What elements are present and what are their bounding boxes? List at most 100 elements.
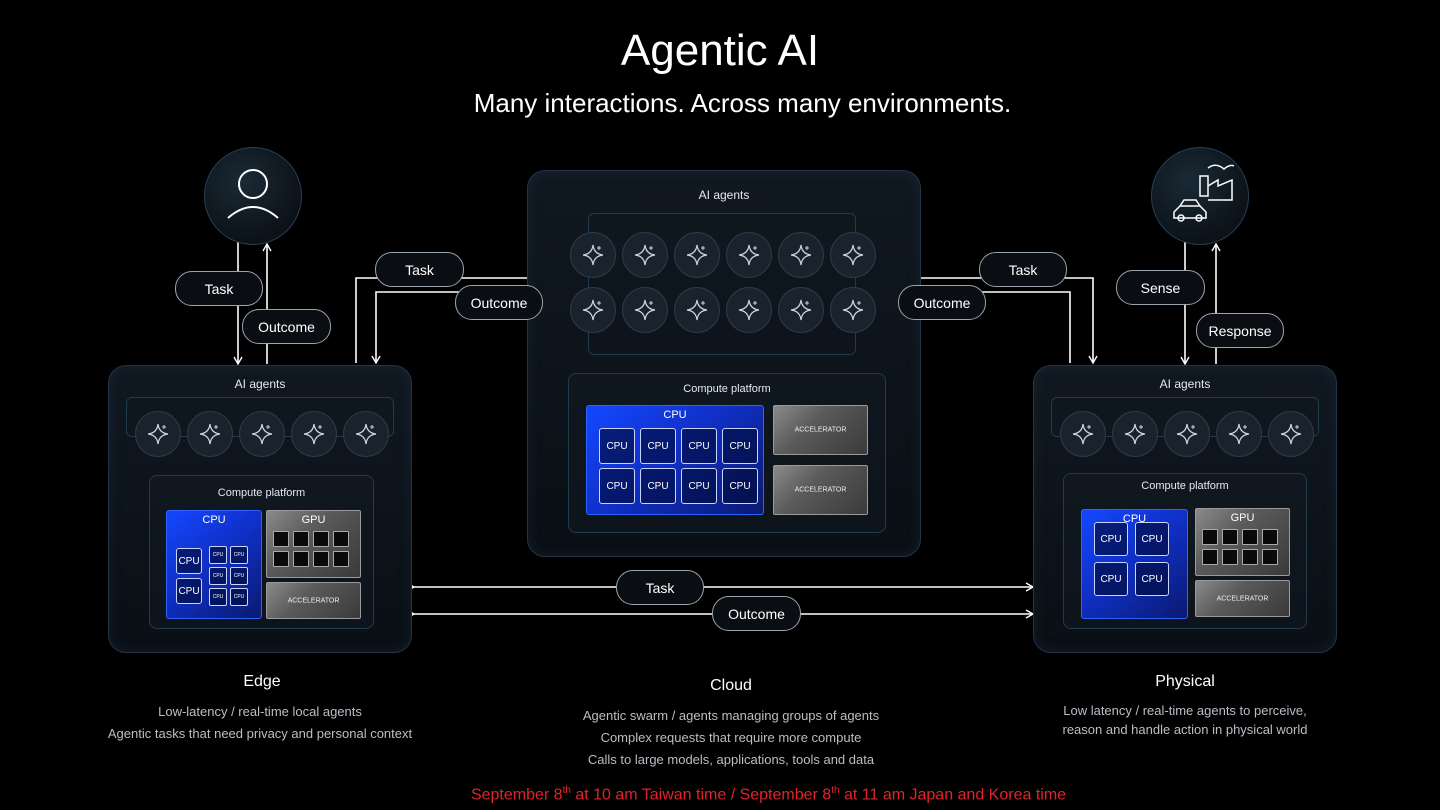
cpu-chip: CPU [209,567,227,585]
cpu-chip: CPU [230,546,248,564]
sense-pill: Sense [1116,270,1205,305]
sparkle-icon [686,244,708,266]
sparkle-icon [1072,423,1094,445]
sparkle-icon [1280,423,1302,445]
cpu-chip: CPU [230,567,248,585]
cpu-chip: CPU [176,578,202,604]
cloud-outcome-pill-right: Outcome [898,285,986,320]
bottom-task-pill: Task [616,570,704,605]
physical-compute-label: Compute platform [1141,480,1229,492]
edge-compute-platform: Compute platform CPU CPU CPU CPU CPU CPU… [149,475,374,629]
cloud-desc-line: Complex requests that require more compu… [600,730,862,745]
person-icon [227,169,279,219]
date-text: at 10 am Taiwan time / September 8 [570,786,832,804]
edge-accelerator: ACCELERATOR [266,582,361,619]
sparkle-icon [634,299,656,321]
cloud-accelerator-label: ACCELERATOR [794,486,847,494]
gpu-core [1202,529,1218,545]
sparkle-icon [634,244,656,266]
physical-agents-label: AI agents [1159,377,1211,391]
user-circle [204,147,302,245]
cloud-accelerator-label: ACCELERATOR [794,426,847,434]
ai-agent [1216,411,1262,457]
sparkle-icon [790,299,812,321]
ai-agent [239,411,285,457]
factory-car-icon [1173,164,1235,222]
cloud-agents-label: AI agents [698,188,750,202]
ai-agent [778,287,824,333]
cpu-chip: CPU [681,428,717,464]
edge-desc-line: Low-latency / real-time local agents [158,704,362,719]
date-sup: th [831,785,840,796]
edge-accelerator-label: ACCELERATOR [287,597,340,604]
gpu-core [293,551,309,567]
physical-panel: AI agents Compute platform CPU CPU CPU C… [1033,365,1337,653]
sparkle-icon [582,299,604,321]
physical-gpu-block: GPU [1195,508,1290,576]
cpu-chip: CPU [640,468,676,504]
cpu-chip: CPU [1135,562,1169,596]
cpu-chip: CPU [599,428,635,464]
physical-compute-platform: Compute platform CPU CPU CPU CPU CPU GPU… [1063,473,1307,629]
ai-agent [291,411,337,457]
cloud-heading: Cloud [710,677,752,694]
sparkle-icon [251,423,273,445]
cpu-chip: CPU [599,468,635,504]
edge-outcome-pill: Outcome [242,309,331,344]
sparkle-icon [842,299,864,321]
cpu-chip: CPU [230,588,248,606]
physical-accelerator: ACCELERATOR [1195,580,1290,617]
gpu-core [273,531,289,547]
cpu-chip: CPU [209,588,227,606]
edge-gpu-label: GPU [301,514,326,526]
sparkle-icon [1176,423,1198,445]
gpu-core [1242,529,1258,545]
gpu-core [333,531,349,547]
cpu-chip: CPU [722,428,758,464]
edge-cpu-block: CPU CPU CPU CPU CPU CPU CPU CPU CPU [166,510,262,619]
sparkle-icon [738,299,760,321]
cloud-task-pill-right: Task [979,252,1067,287]
gpu-core [1222,529,1238,545]
gpu-core [313,551,329,567]
gpu-core [1222,549,1238,565]
ai-agent [570,232,616,278]
cpu-chip: CPU [681,468,717,504]
ai-agent [1060,411,1106,457]
cpu-chip: CPU [209,546,227,564]
edge-agents-label: AI agents [234,377,286,391]
edge-cpu-label: CPU [202,514,226,526]
sparkle-icon [582,244,604,266]
edge-compute-label: Compute platform [217,487,306,499]
gpu-core [273,551,289,567]
cpu-chip: CPU [176,548,202,574]
date-text: at 11 am Japan and Korea time [839,786,1067,804]
cloud-task-pill-left: Task [375,252,464,287]
sparkle-icon [147,423,169,445]
physical-desc-line: Low latency / real-time agents to percei… [1063,703,1307,718]
gpu-core [1242,549,1258,565]
cloud-compute-label: Compute platform [683,383,771,395]
gpu-core [1262,529,1278,545]
cloud-agent-tray [588,213,856,355]
ai-agent [622,232,668,278]
cloud-outcome-pill-left: Outcome [455,285,543,320]
ai-agent [135,411,181,457]
ai-agent [187,411,233,457]
ai-agent [726,232,772,278]
edge-desc-line: Agentic tasks that need privacy and pers… [107,726,413,741]
physical-desc-line: reason and handle action in physical wor… [1062,722,1308,737]
cpu-chip: CPU [1094,522,1128,556]
cpu-chip: CPU [1094,562,1128,596]
ai-agent [570,287,616,333]
sparkle-icon [790,244,812,266]
edge-panel: AI agents Compute platform CPU CPU CPU C… [108,365,412,653]
cloud-cpu-label: CPU [663,409,687,421]
cloud-desc-line: Agentic swarm / agents managing groups o… [582,708,880,723]
gpu-core [1202,549,1218,565]
cpu-chip: CPU [640,428,676,464]
cloud-accelerator-1: ACCELERATOR [773,405,868,455]
